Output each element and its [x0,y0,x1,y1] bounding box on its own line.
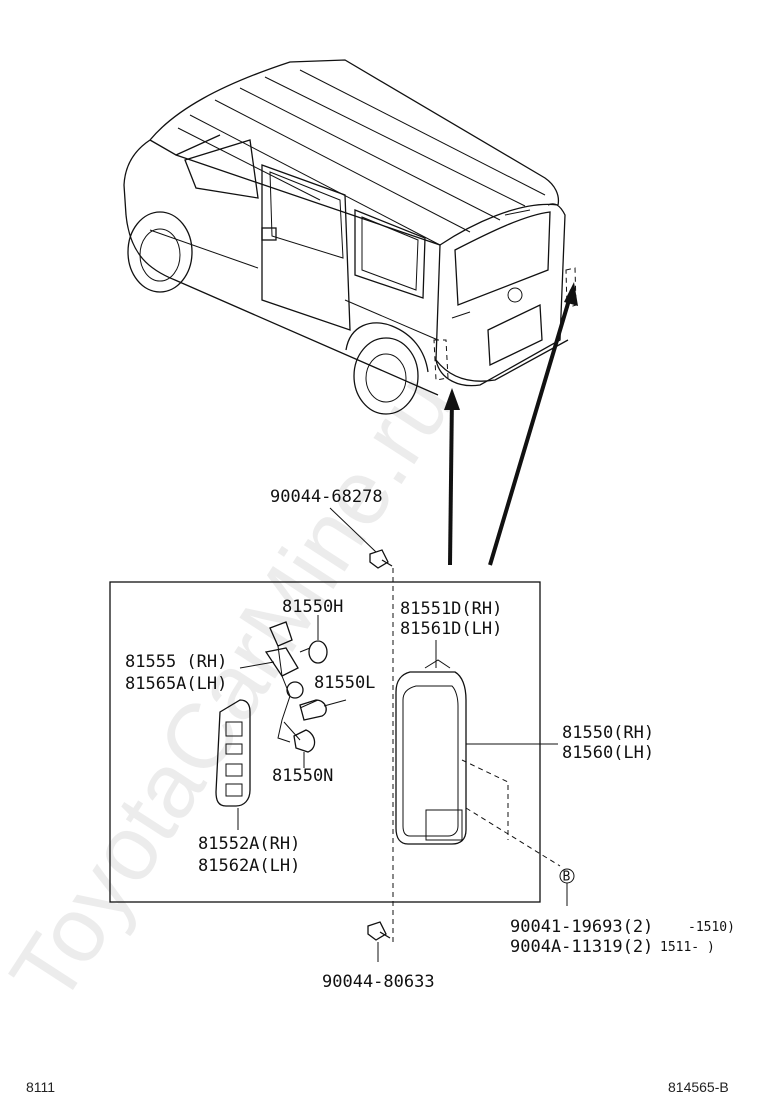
footer-right: 814565-B [668,1079,729,1095]
tail-lamp-assembly [395,659,561,867]
bulb-l [299,699,347,721]
screw-bottom-label: 90044-80633 [322,972,435,992]
lamp-rh-label: 81550(RH) [562,723,654,743]
gasket-rh-label: 81552A(RH) [198,834,300,854]
bolt-1-range: -1510) [688,920,735,935]
lens-rh-label: 81551D(RH) [400,599,502,619]
gasket [215,699,251,830]
detail-box [109,581,541,903]
screw-top-label: 90044-68278 [270,487,383,507]
bulb-l-label: 81550L [314,673,375,693]
marker-b-label: B [563,870,571,885]
lamp-lh-label: 81560(LH) [562,743,654,763]
socket-lh-label: 81565A(LH) [125,674,227,694]
bulb-h-label: 81550H [282,597,343,617]
lens-lh-label: 81561D(LH) [400,619,502,639]
bulb-n [293,729,316,768]
watermark-text: ToyotaCarMine.ru [0,356,472,1020]
screw-top [329,507,394,945]
socket-rh-label: 81555 (RH) [125,652,227,672]
van-illustration [123,59,577,415]
location-arrows [444,282,578,566]
bolt-1-code: 90041-19693(2) [510,917,653,937]
gasket-lh-label: 81562A(LH) [198,856,300,876]
bulb-n-label: 81550N [272,766,333,786]
footer-left: 8111 [26,1079,55,1095]
socket-wire [239,621,319,743]
bulb-h [299,615,328,664]
bolt-2-code: 9004A-11319(2) [510,937,653,957]
bolt-2-range: 1511- ) [660,940,715,955]
screw-bottom [367,921,391,962]
